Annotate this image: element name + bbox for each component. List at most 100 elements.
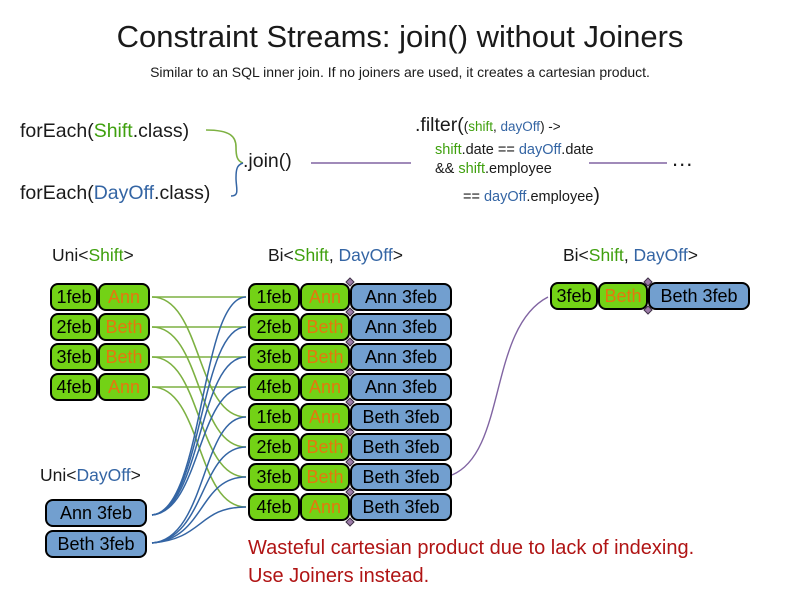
- shift-employee-cell: Ann: [98, 373, 150, 401]
- employee-field: .employee: [526, 189, 594, 205]
- dayoff-cell: Beth 3feb: [350, 403, 452, 431]
- dayoff-class-token: DayOff: [93, 182, 155, 204]
- shift-date-cell: 3feb: [248, 343, 300, 371]
- page-title: Constraint Streams: join() without Joine…: [116, 19, 684, 54]
- dayoff-row: Beth 3feb: [45, 530, 147, 558]
- bi-shift-dayoff-result-label: Bi<Shift, DayOff>: [563, 245, 698, 266]
- shift-employee-cell: Beth: [300, 343, 350, 371]
- args-open: (: [463, 119, 469, 134]
- shift-arg-token: shift: [468, 119, 494, 134]
- filter-head: .filter(: [415, 114, 464, 136]
- dayoff-cell: Ann 3feb: [350, 283, 452, 311]
- shift-date-cell: 1feb: [248, 403, 300, 431]
- shift-date-cell: 1feb: [248, 283, 300, 311]
- shift-type-token: Shift: [88, 245, 124, 265]
- shift-date-cell: 4feb: [248, 373, 300, 401]
- shift-type-token: Shift: [293, 245, 329, 265]
- shift-employee-cell: Beth: [300, 313, 350, 341]
- pair7-to-result-line: [451, 296, 549, 476]
- label-post: >: [130, 465, 141, 485]
- shift1-to-pair5-line: [151, 296, 247, 418]
- filter-code-line4: == dayOff.employee): [463, 184, 600, 207]
- uni-dayoff-label: Uni<DayOff>: [40, 465, 141, 486]
- warning-text: Wasteful cartesian product due to lack o…: [248, 534, 694, 590]
- dayoff-cell: Beth 3feb: [350, 433, 452, 461]
- foreach-prefix: forEach(: [20, 120, 94, 142]
- label-sep: ,: [623, 245, 634, 265]
- dayoff-cell: Ann 3feb: [350, 373, 452, 401]
- foreach-dayoff-code: forEach(DayOff.class): [20, 182, 210, 205]
- dayoff-cell: Beth 3feb: [350, 493, 452, 521]
- shift-stream-brace-line: [205, 129, 244, 164]
- eq-operator: ==: [463, 189, 484, 205]
- dayoff-beth-to-pair7-line: [151, 476, 247, 544]
- filter-code-line3: && shift.employee: [435, 161, 552, 177]
- args-sep: ,: [493, 119, 501, 134]
- shift-date-cell: 2feb: [50, 313, 98, 341]
- stream-continues-ellipsis: ...: [672, 146, 694, 171]
- shift-date-cell: 3feb: [550, 282, 598, 310]
- date-compare: .date ==: [461, 142, 519, 158]
- args-close: ) ->: [540, 119, 561, 134]
- dayoff-ann-to-pair2-line: [151, 326, 247, 516]
- dayoff-ann-to-pair4-line: [151, 386, 247, 516]
- foreach-suffix: .class): [154, 182, 211, 204]
- and-operator: &&: [435, 161, 459, 177]
- dayoff-cell: Beth 3feb: [45, 530, 147, 558]
- foreach-suffix: .class): [132, 120, 190, 142]
- label-pre: Uni<: [52, 245, 89, 265]
- shift-employee-cell: Beth: [98, 343, 150, 371]
- shift-date-cell: 1feb: [50, 283, 98, 311]
- warning-line2: Use Joiners instead.: [248, 565, 430, 587]
- filter-code-line2: shift.date == dayOff.date: [435, 142, 594, 158]
- shift-employee-cell: Beth: [300, 463, 350, 491]
- dayoff-ann-to-pair1-line: [151, 296, 247, 516]
- shift-employee-cell: Ann: [300, 403, 350, 431]
- dayoff-type-token: DayOff: [76, 465, 131, 485]
- label-post: >: [687, 245, 698, 265]
- shift-employee-cell: Beth: [598, 282, 648, 310]
- shift-employee-cell: Beth: [98, 313, 150, 341]
- shift-date-cell: 4feb: [248, 493, 300, 521]
- shift-employee-cell: Ann: [300, 373, 350, 401]
- shift-arg-token: shift: [435, 142, 462, 158]
- label-post: >: [123, 245, 134, 265]
- dayoff-type-token: DayOff: [338, 245, 393, 265]
- dayoff-row: Ann 3feb: [45, 499, 147, 527]
- shift-employee-cell: Ann: [300, 283, 350, 311]
- filter-code-line1: .filter((shift, dayOff) ->: [415, 114, 561, 137]
- join-call-code: .join(): [243, 150, 292, 172]
- shift-employee-cell: Beth: [300, 433, 350, 461]
- label-pre: Bi<: [563, 245, 589, 265]
- dayoff-type-token: DayOff: [633, 245, 688, 265]
- shift3-to-pair7-line: [151, 356, 247, 478]
- shift-employee-cell: Ann: [98, 283, 150, 311]
- label-pre: Uni<: [40, 465, 77, 485]
- date-field: .date: [561, 142, 594, 158]
- foreach-prefix: forEach(: [20, 182, 94, 204]
- uni-shift-label: Uni<Shift>: [52, 245, 134, 266]
- dayoff-beth-to-pair6-line: [151, 446, 247, 544]
- foreach-shift-code: forEach(Shift.class): [20, 120, 189, 143]
- shift-date-cell: 3feb: [248, 463, 300, 491]
- dayoff-ann-to-pair3-line: [151, 356, 247, 516]
- shift-date-cell: 4feb: [50, 373, 98, 401]
- dayoff-cell: Ann 3feb: [45, 499, 147, 527]
- dayoff-arg-token: dayOff: [500, 119, 541, 134]
- dayoff-cell: Beth 3feb: [648, 282, 750, 310]
- dayoff-cell: Beth 3feb: [350, 463, 452, 491]
